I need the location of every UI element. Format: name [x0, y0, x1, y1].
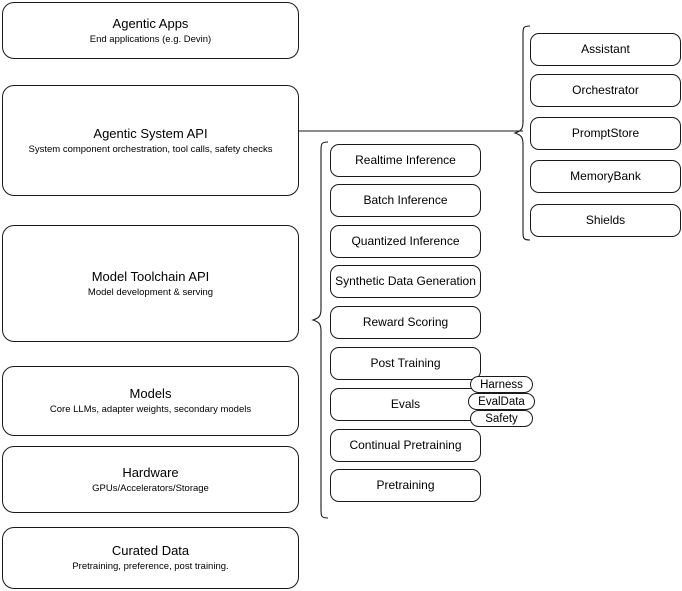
component-label: Evals	[390, 397, 421, 411]
component-label: Shields	[585, 213, 626, 227]
component-orchestrator[interactable]: Orchestrator	[530, 74, 681, 107]
layer-subtitle: System component orchestration, tool cal…	[28, 143, 273, 155]
layer-models[interactable]: Models Core LLMs, adapter weights, secon…	[2, 366, 299, 436]
component-evals[interactable]: Evals	[330, 388, 481, 421]
brace-toolchain-components	[311, 140, 330, 520]
layer-curated-data[interactable]: Curated Data Pretraining, preference, po…	[2, 527, 299, 589]
connector-agentic-system-api-to-components	[299, 126, 523, 136]
layer-subtitle: Core LLMs, adapter weights, secondary mo…	[49, 404, 252, 415]
layer-agentic-apps[interactable]: Agentic Apps End applications (e.g. Devi…	[2, 2, 299, 59]
component-label: Post Training	[370, 356, 441, 370]
evals-badge-evaldata[interactable]: EvalData	[468, 393, 535, 410]
component-realtime-inference[interactable]: Realtime Inference	[330, 144, 481, 177]
badge-label: Safety	[485, 412, 518, 425]
layer-hardware[interactable]: Hardware GPUs/Accelerators/Storage	[2, 446, 299, 513]
component-shields[interactable]: Shields	[530, 204, 681, 237]
component-continual-pretraining[interactable]: Continual Pretraining	[330, 429, 481, 462]
layer-subtitle: End applications (e.g. Devin)	[89, 33, 212, 45]
component-label: Continual Pretraining	[349, 438, 462, 452]
badge-label: Harness	[480, 378, 523, 391]
layer-subtitle: GPUs/Accelerators/Storage	[92, 482, 209, 494]
component-reward-scoring[interactable]: Reward Scoring	[330, 306, 481, 339]
component-quantized-inference[interactable]: Quantized Inference	[330, 225, 481, 258]
component-assistant[interactable]: Assistant	[530, 33, 681, 66]
component-promptstore[interactable]: PromptStore	[530, 117, 681, 150]
component-synthetic-data-generation[interactable]: Synthetic Data Generation	[330, 265, 481, 298]
component-label: Batch Inference	[363, 193, 448, 207]
layer-subtitle: Model development & serving	[87, 286, 214, 298]
component-label: Quantized Inference	[351, 234, 460, 248]
layer-title: Curated Data	[111, 543, 190, 558]
layer-title: Agentic System API	[93, 125, 208, 141]
layer-subtitle: Pretraining, preference, post training.	[72, 561, 229, 572]
component-label: PromptStore	[571, 126, 640, 140]
layer-title: Model Toolchain API	[91, 268, 210, 284]
evals-badge-safety[interactable]: Safety	[470, 410, 533, 427]
component-label: Reward Scoring	[362, 315, 449, 329]
layer-model-toolchain-api[interactable]: Model Toolchain API Model development & …	[2, 225, 299, 342]
component-post-training[interactable]: Post Training	[330, 347, 481, 380]
layer-title: Agentic Apps	[112, 15, 189, 31]
badge-label: EvalData	[478, 395, 525, 408]
component-label: Synthetic Data Generation	[335, 274, 476, 288]
component-label: Pretraining	[376, 478, 435, 492]
component-label: Realtime Inference	[355, 153, 456, 167]
component-label: Orchestrator	[572, 83, 639, 97]
layer-title: Models	[129, 386, 172, 401]
layer-agentic-system-api[interactable]: Agentic System API System component orch…	[2, 85, 299, 196]
component-label: Assistant	[581, 42, 630, 56]
evals-badge-harness[interactable]: Harness	[470, 376, 533, 393]
layer-title: Hardware	[122, 464, 179, 480]
component-pretraining[interactable]: Pretraining	[330, 469, 481, 502]
component-memorybank[interactable]: MemoryBank	[530, 160, 681, 193]
component-batch-inference[interactable]: Batch Inference	[330, 184, 481, 217]
component-label: MemoryBank	[570, 169, 641, 183]
